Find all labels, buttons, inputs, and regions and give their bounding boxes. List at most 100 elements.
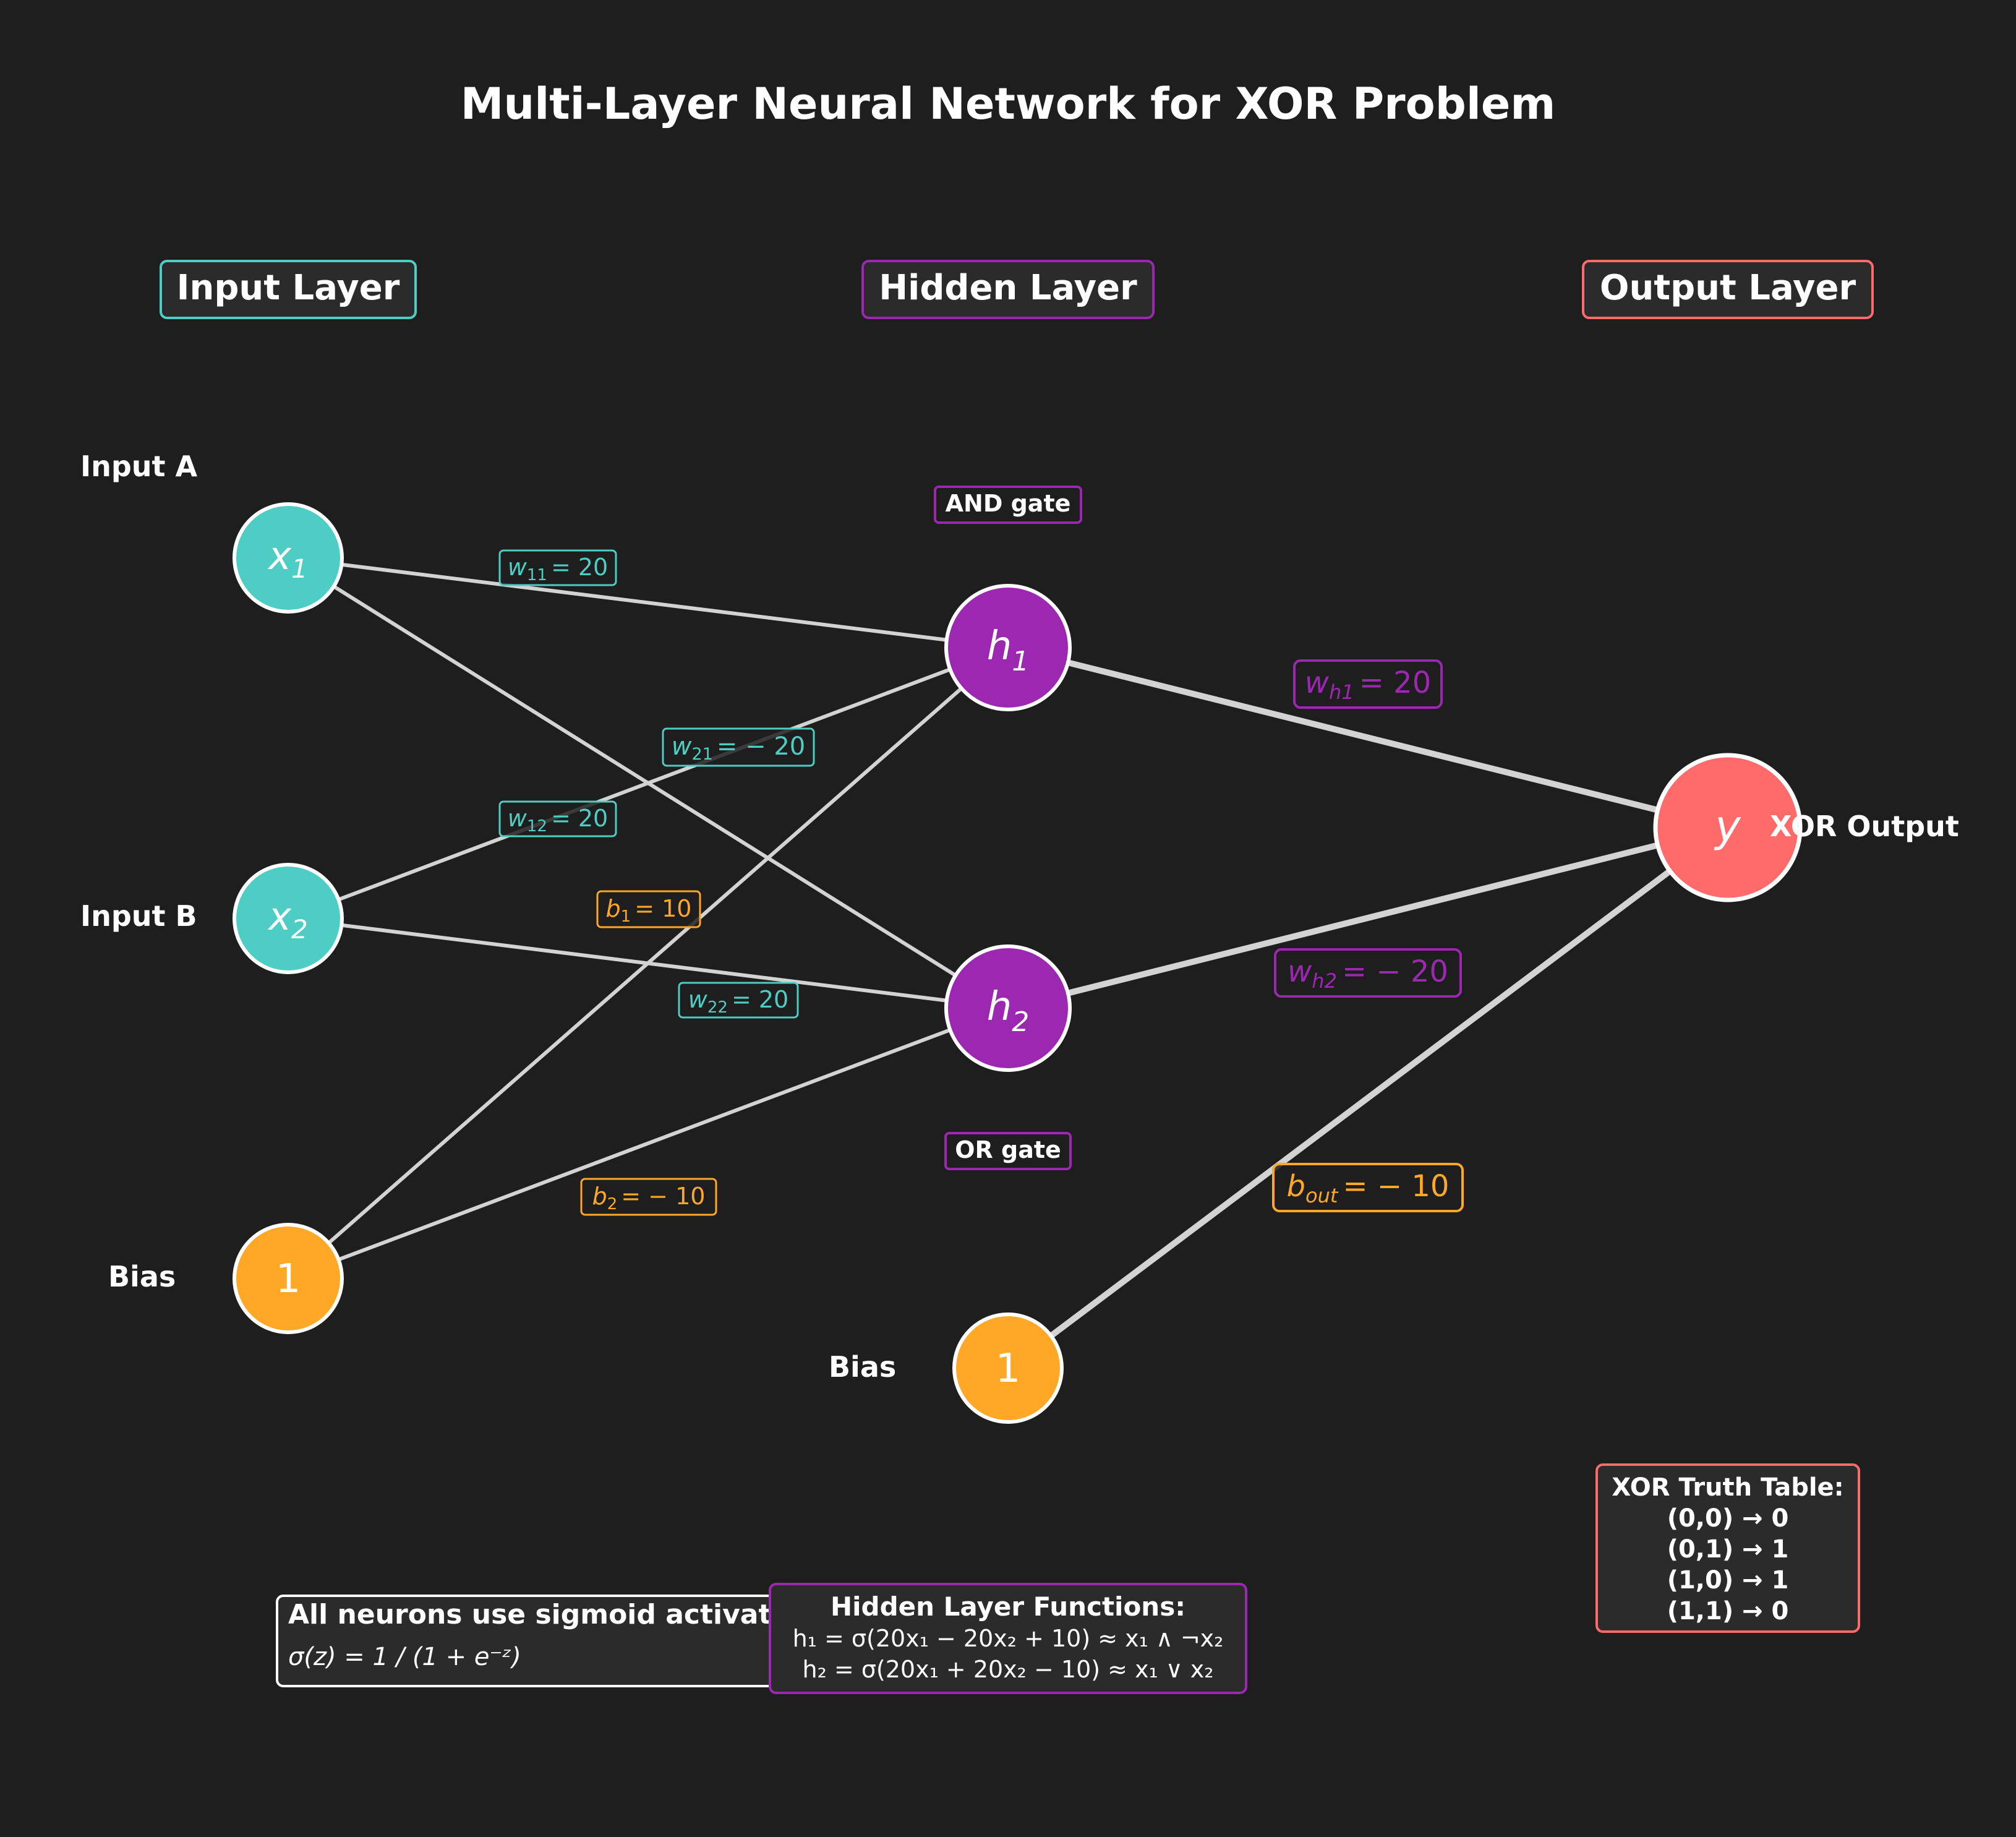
wh2-symbol: w	[1288, 954, 1312, 989]
truth-table-row: (0,0) → 0	[1667, 1504, 1789, 1533]
w22-value: = 20	[732, 986, 788, 1013]
input-b-label: Input B	[80, 899, 197, 933]
activation-note-formula: σ(z) = 1 / (1 + e⁻ᶻ)	[288, 1643, 521, 1671]
gate-label-or: OR gate	[944, 1132, 1072, 1170]
edge-x1-h1	[288, 556, 1009, 649]
page-title: Multi-Layer Neural Network for XOR Probl…	[461, 79, 1556, 129]
h2-sub: 2	[1012, 1006, 1029, 1038]
svg-text:h2: h2	[987, 984, 1030, 1038]
weight-label-w21: w21= − 20	[662, 727, 815, 767]
w21-symbol: w	[672, 732, 692, 761]
bias-input-value: 1	[276, 1256, 301, 1302]
h2-base: h	[987, 984, 1012, 1030]
w21-sub: 21	[692, 745, 713, 764]
neuron-h1: h1	[944, 584, 1072, 711]
svg-text:w12= 20: w12= 20	[508, 805, 608, 836]
wh1-sub: h1	[1329, 680, 1354, 704]
w21-value: = − 20	[717, 732, 805, 761]
connections-hidden-output	[1006, 644, 1730, 1371]
w12-symbol: w	[508, 805, 527, 832]
weight-label-w11: w11= 20	[498, 549, 617, 586]
edge-bias1-h1	[287, 646, 1009, 1280]
layer-label-output: Output Layer	[1582, 260, 1874, 319]
edge-x2-h1	[287, 646, 1009, 920]
gate-label-and-text: AND gate	[946, 490, 1071, 517]
svg-text:h1: h1	[987, 623, 1030, 677]
neuron-x1: x1	[233, 502, 344, 614]
w22-sub: 22	[707, 998, 728, 1017]
truth-table-title: XOR Truth Table:	[1612, 1473, 1843, 1502]
svg-text:w11= 20: w11= 20	[508, 554, 608, 584]
weight-label-w22: w22= 20	[678, 982, 799, 1019]
w11-symbol: w	[508, 554, 527, 581]
svg-text:x1: x1	[267, 533, 307, 584]
layer-label-hidden: Hidden Layer	[861, 260, 1155, 319]
weight-label-b1: b1= 10	[596, 890, 701, 928]
activation-note: All neurons use sigmoid activation σ(z) …	[276, 1595, 835, 1687]
edge-bias1-h2	[287, 1006, 1009, 1280]
edge-h1-y	[1007, 644, 1729, 831]
w12-sub: 12	[527, 817, 547, 836]
wh2-value: = − 20	[1342, 954, 1448, 989]
svg-text:bout= − 10: bout= − 10	[1287, 1169, 1450, 1207]
b2-sub: 2	[607, 1195, 618, 1214]
neuron-bias-hidden: 1	[952, 1312, 1064, 1424]
hidden-functions: Hidden Layer Functions: h₁ = σ(20x₁ − 20…	[769, 1583, 1247, 1694]
b2-value: = − 10	[621, 1183, 705, 1210]
edge-h2-y	[1007, 824, 1729, 1011]
svg-text:wh2= − 20: wh2= − 20	[1288, 954, 1448, 993]
y-base: y	[1714, 801, 1741, 852]
xor-output-label: XOR Output	[1770, 810, 1959, 843]
bias-hidden-value: 1	[996, 1346, 1021, 1392]
svg-text:w21= − 20: w21= − 20	[672, 732, 805, 764]
b2-symbol: b	[592, 1183, 607, 1210]
neuron-h2: h2	[944, 944, 1072, 1072]
layer-label-input: Input Layer	[160, 260, 417, 319]
bout-symbol: b	[1287, 1169, 1305, 1204]
h1-base: h	[987, 623, 1012, 669]
b1-value: = 10	[634, 895, 691, 922]
bias-hidden-label: Bias	[829, 1350, 896, 1384]
gate-label-and: AND gate	[934, 486, 1082, 524]
truth-table-row: (0,1) → 1	[1667, 1535, 1789, 1564]
bout-value: = − 10	[1343, 1169, 1449, 1204]
bias-input-label: Bias	[108, 1260, 176, 1293]
neuron-x2: x2	[233, 863, 344, 974]
b1-sub: 1	[621, 907, 631, 926]
layer-label-input-text: Input Layer	[177, 268, 400, 308]
x1-base: x	[267, 533, 292, 578]
x1-sub: 1	[291, 554, 308, 584]
svg-text:b2= − 10: b2= − 10	[592, 1183, 706, 1214]
layer-label-output-text: Output Layer	[1600, 268, 1856, 308]
input-a-label: Input A	[80, 450, 198, 483]
wh1-value: = 20	[1359, 666, 1432, 700]
neuron-y: y	[1653, 753, 1803, 902]
svg-text:wh1= 20: wh1= 20	[1305, 666, 1431, 704]
h1-sub: 1	[1012, 646, 1029, 677]
x2-sub: 2	[291, 914, 308, 944]
b1-symbol: b	[606, 895, 621, 922]
svg-text:x2: x2	[267, 894, 307, 944]
svg-text:b1= 10: b1= 10	[606, 895, 692, 926]
hidden-functions-title: Hidden Layer Functions:	[831, 1591, 1185, 1622]
edge-bias2-y	[1006, 825, 1730, 1371]
weight-label-bout: bout= − 10	[1272, 1163, 1464, 1212]
w12-value: = 20	[551, 805, 608, 832]
hidden-functions-h2: h₂ = σ(20x₁ + 20x₂ − 10) ≈ x₁ ∨ x₂	[803, 1656, 1214, 1683]
wh2-sub: h2	[1312, 969, 1337, 993]
w11-value: = 20	[551, 554, 608, 581]
weight-label-wh2: wh2= − 20	[1274, 948, 1462, 998]
x2-base: x	[267, 894, 292, 939]
svg-text:w22= 20: w22= 20	[688, 986, 788, 1017]
truth-table-row: (1,0) → 1	[1667, 1566, 1789, 1595]
weight-label-b2: b2= − 10	[580, 1178, 717, 1216]
connections-input-hidden	[287, 556, 1009, 1280]
hidden-functions-h1: h₁ = σ(20x₁ − 20x₂ + 10) ≈ x₁ ∧ ¬x₂	[793, 1625, 1224, 1652]
w11-sub: 11	[527, 566, 547, 584]
truth-table: XOR Truth Table: (0,0) → 0 (0,1) → 1 (1,…	[1595, 1463, 1860, 1633]
bout-sub: out	[1305, 1184, 1339, 1207]
layer-label-hidden-text: Hidden Layer	[879, 268, 1137, 308]
gate-label-or-text: OR gate	[955, 1136, 1061, 1163]
w22-symbol: w	[688, 986, 708, 1013]
